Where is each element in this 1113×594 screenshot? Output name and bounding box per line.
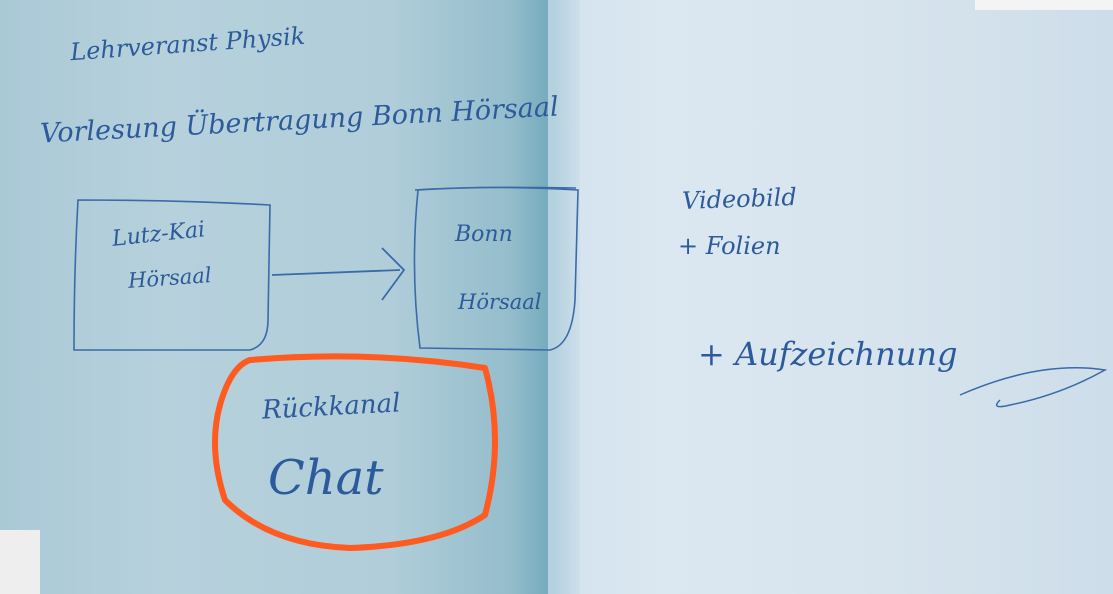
background-corner [975, 0, 1113, 10]
paper-fold [510, 0, 580, 594]
arrow-head [381, 247, 406, 301]
right-note-line-2: + Folien [678, 232, 781, 260]
target-box-line-2: Hörsaal [458, 290, 542, 314]
target-box-line-1: Bonn [455, 222, 513, 247]
right-note-line-1: Videobild [681, 183, 798, 215]
highlight-circle [212, 353, 498, 551]
target-box [413, 186, 579, 351]
arrow-shaft [271, 269, 401, 276]
background-corner [0, 530, 40, 594]
paper-right-page [548, 0, 1113, 594]
paper-left-page [0, 0, 560, 594]
underline-swoosh [959, 367, 1108, 408]
source-box [73, 199, 271, 351]
right-note-line-3: + Aufzeichnung [698, 335, 958, 373]
chat-bubble-line-2: Chat [268, 450, 384, 506]
